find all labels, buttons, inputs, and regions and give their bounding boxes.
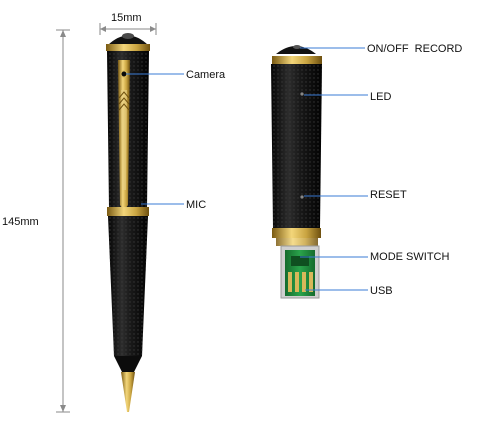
pen-assembled: [106, 33, 150, 412]
cap-top-ring: [272, 56, 322, 64]
usb-label: USB: [370, 285, 393, 297]
pen-disassembled: [271, 45, 322, 299]
led-label: LED: [370, 91, 392, 103]
length-dimension: [56, 29, 70, 413]
reset-hole: [300, 195, 304, 199]
pen-top-highlight: [122, 33, 134, 39]
width-dimension: [99, 23, 157, 35]
pen-middle-ring: [107, 207, 149, 216]
camera-label: Camera: [186, 69, 226, 81]
length-dimension-label: 145mm: [2, 216, 39, 228]
pen-top-ring: [106, 44, 150, 51]
reset-label: RESET: [370, 189, 407, 201]
on-off-record-label: ON/OFF RECORD: [367, 43, 463, 55]
callout-lines: [126, 47, 368, 291]
mode-switch-label: MODE SWITCH: [370, 251, 450, 263]
pen-tip: [121, 372, 135, 412]
led-indicator: [300, 92, 304, 96]
width-dimension-label: 15mm: [111, 12, 142, 24]
cap-bottom-ring: [272, 228, 321, 238]
mic-label: MIC: [186, 199, 207, 211]
